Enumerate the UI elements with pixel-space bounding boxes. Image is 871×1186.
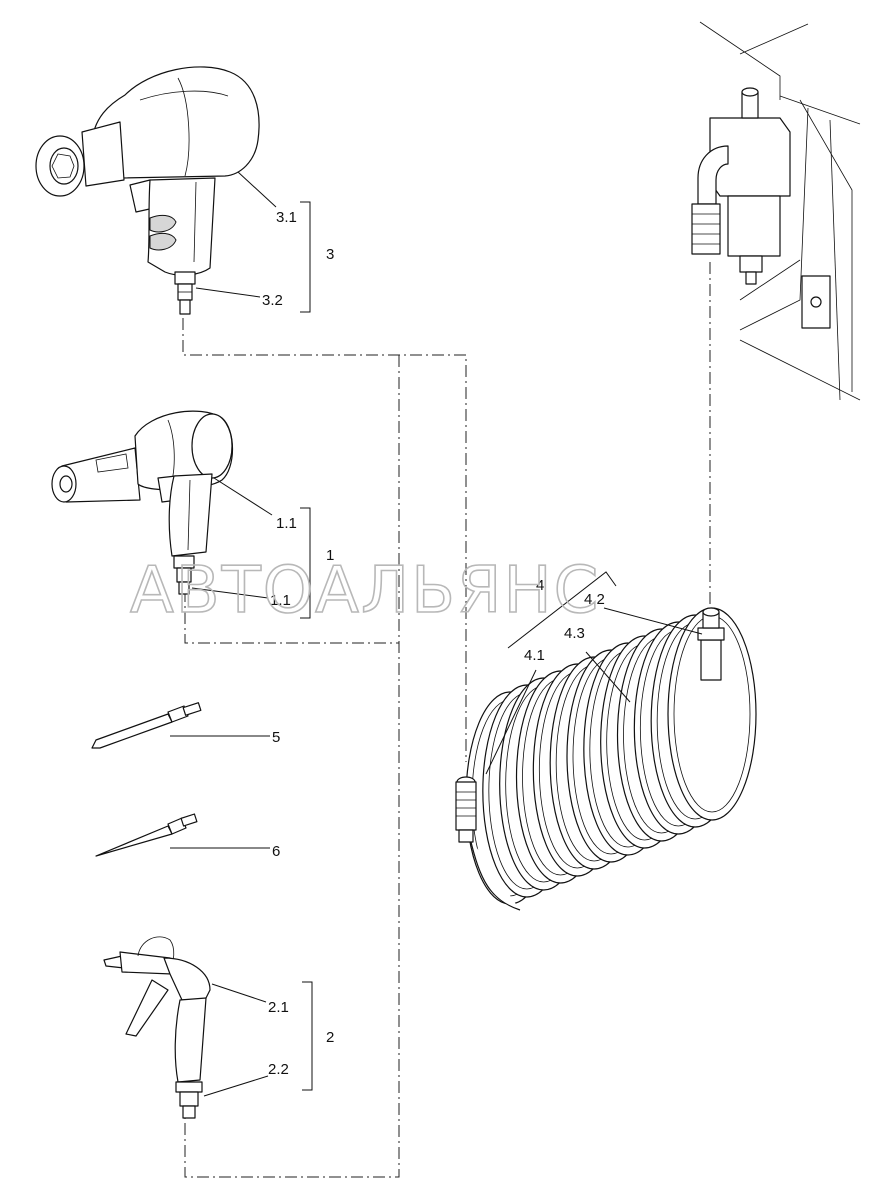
- hose-connector-4-2: [697, 607, 725, 681]
- hose-coils: [465, 607, 757, 905]
- label-2: 2: [326, 1029, 334, 1046]
- label-1-1-bottom: 1.1: [270, 592, 291, 609]
- watermark-text: АВТОАЛЬЯНС: [130, 554, 600, 628]
- label-4: 4: [536, 577, 544, 594]
- label-3: 3: [326, 246, 334, 263]
- label-4-2: 4.2: [584, 591, 605, 608]
- label-1-1-top: 1.1: [276, 515, 297, 532]
- line-rivetgun-branch: [184, 590, 399, 644]
- label-1: 1: [326, 547, 334, 564]
- line-wrench-to-hose: [182, 318, 467, 762]
- label-4-3: 4.3: [564, 625, 585, 642]
- pointed-chisel: [95, 813, 198, 857]
- label-4-1: 4.1: [524, 647, 545, 664]
- air-outlet-valve: [691, 21, 861, 401]
- label-2-1: 2.1: [268, 999, 289, 1016]
- hose-connector-4-1: [455, 776, 477, 843]
- label-5: 5: [272, 729, 280, 746]
- flat-chisel: [91, 702, 202, 749]
- label-6: 6: [272, 843, 280, 860]
- rivet-gun: [51, 410, 233, 595]
- impact-wrench: [35, 66, 260, 315]
- label-3-1: 3.1: [276, 209, 297, 226]
- blow-gun: [103, 936, 211, 1119]
- label-3-2: 3.2: [262, 292, 283, 309]
- line-main-vertical: [184, 355, 400, 1178]
- label-2-2: 2.2: [268, 1061, 289, 1078]
- coil-hose: [455, 607, 757, 911]
- connection-lines: [182, 262, 711, 1178]
- leaders: [170, 171, 703, 1097]
- callout-labels: 3.1 3 3.2 1.1 1 1.1 4 4.2 4.3 4.1 5 6 2.…: [262, 209, 605, 1078]
